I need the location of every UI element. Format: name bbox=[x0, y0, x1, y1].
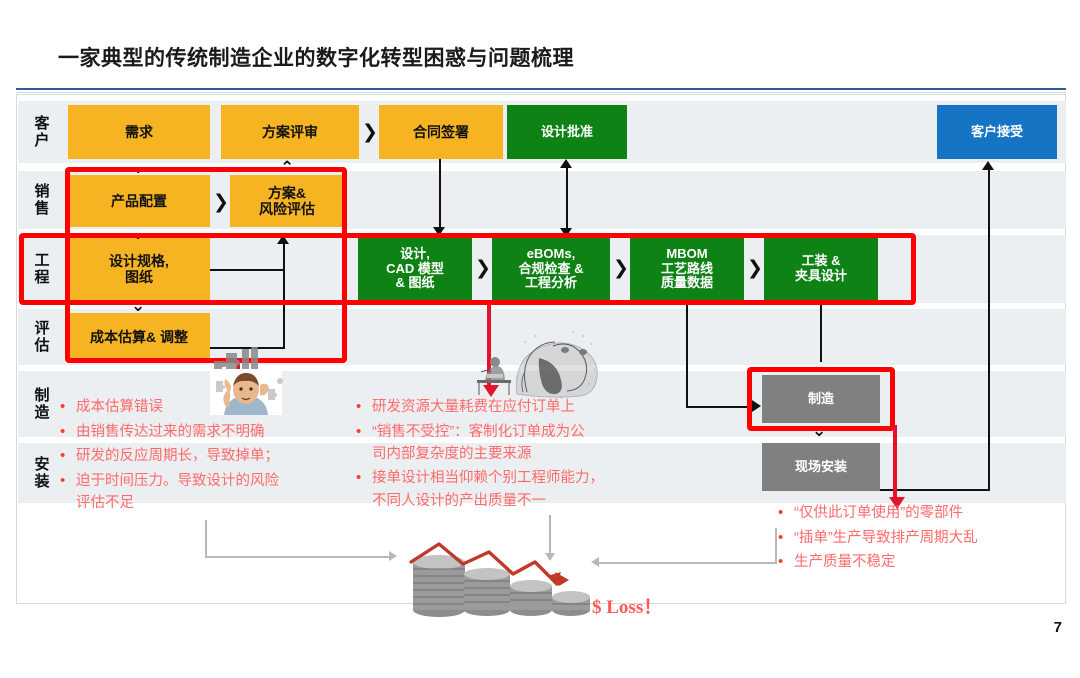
box-requirement[interactable]: 需求 bbox=[68, 105, 210, 159]
connector-chevron-down-3: ⌄ bbox=[131, 296, 146, 315]
elephant-sketch-image bbox=[465, 322, 600, 404]
box-design-cad[interactable]: 设计, CAD 模型 & 图纸 bbox=[358, 238, 472, 300]
chevron-right-icon-customer-1: ❯ bbox=[362, 121, 378, 143]
row-label-installation: 安装 bbox=[23, 443, 59, 503]
connector-line-mbom-down bbox=[686, 300, 688, 408]
confused-man-puzzle-image bbox=[200, 345, 292, 417]
connector-line-cost-up bbox=[283, 271, 285, 349]
bullet-dot-icon: • bbox=[778, 504, 784, 521]
row-label-estimation: 评估 bbox=[23, 309, 59, 365]
box-contract-signing[interactable]: 合同签署 bbox=[379, 105, 503, 159]
connector-chevron-down-manufacturing: ⌄ bbox=[812, 421, 827, 440]
loss-label: $ Loss！ bbox=[592, 597, 663, 618]
box-proposal-review[interactable]: 方案评审 bbox=[221, 105, 359, 159]
gray-arrowhead-right-coins bbox=[389, 551, 397, 561]
row-label-engineering: 工程 bbox=[23, 235, 59, 303]
page-title: 一家典型的传统制造企业的数字化转型困惑与问题梳理 bbox=[58, 47, 574, 70]
box-customer-acceptance[interactable]: 客户接受 bbox=[937, 105, 1057, 159]
bullet-dot-icon: • bbox=[356, 469, 362, 487]
gray-arrow-right-to-coins bbox=[597, 562, 777, 564]
list-item: •“插单”生产导致排产周期大乱 bbox=[778, 527, 1073, 550]
box-ebom-compliance[interactable]: eBOMs, 合规检查 & 工程分析 bbox=[492, 238, 610, 300]
title-divider-secondary bbox=[16, 92, 1066, 93]
row-band-installation bbox=[18, 443, 1066, 503]
arrowhead-down-ebom bbox=[560, 228, 572, 237]
list-item: •研发的反应周期长，导致掉单； bbox=[60, 445, 360, 468]
red-arrowhead-middle bbox=[483, 385, 499, 397]
gray-arrow-left-down bbox=[205, 520, 207, 558]
chevron-right-icon-eng-1: ❯ bbox=[475, 257, 491, 279]
page-number: 7 bbox=[1053, 619, 1062, 636]
connector-line-contract-to-design bbox=[439, 159, 441, 229]
bullets-left: •成本估算错误 •由销售传达过来的需求不明确 •研发的反应周期长，导致掉单； •… bbox=[60, 396, 360, 516]
list-item: •“销售不受控”：客制化订单成为公 司内部复杂度的主要来源 bbox=[356, 422, 585, 462]
red-arrow-line-right bbox=[893, 425, 897, 503]
list-item: •迫于时间压力。导致设计的风险 评估不足 bbox=[60, 471, 279, 511]
box-mbom-process[interactable]: MBOM 工艺路线 质量数据 bbox=[630, 238, 744, 300]
bullet-dot-icon: • bbox=[60, 471, 66, 489]
box-proposal-risk[interactable]: 方案& 风险评估 bbox=[230, 175, 344, 227]
red-arrow-line-middle bbox=[487, 303, 491, 391]
bullets-middle: •研发资源大量耗费在应付订单上 •“销售不受控”：客制化订单成为公 司内部复杂度… bbox=[356, 396, 686, 514]
connector-line-cost-right bbox=[210, 347, 285, 349]
list-item: •接单设计相当仰赖个别工程师能力， 不同人设计的产出质量不一 bbox=[356, 469, 604, 509]
arrowhead-up-spec bbox=[277, 235, 289, 244]
box-manufacturing[interactable]: 制造 bbox=[762, 375, 880, 423]
connector-line-spec-up bbox=[283, 243, 285, 271]
arrowhead-down-contract-to-design bbox=[433, 227, 445, 236]
list-item: •“仅供此订单使用”的零部件 bbox=[778, 502, 1073, 525]
connector-line-spec-right bbox=[210, 269, 285, 271]
box-cost-estimate[interactable]: 成本估算& 调整 bbox=[68, 313, 210, 361]
box-design-spec-drawings[interactable]: 设计规格, 图纸 bbox=[68, 238, 210, 300]
bullet-dot-icon: • bbox=[60, 398, 66, 415]
list-item: •研发资源大量耗费在应付订单上 bbox=[356, 396, 686, 419]
list-item: •由销售传达过来的需求不明确 bbox=[60, 421, 360, 444]
row-label-manufacturing: 制造 bbox=[23, 371, 59, 437]
arrowhead-up-to-acceptance bbox=[982, 161, 994, 170]
bullet-dot-icon: • bbox=[778, 553, 784, 570]
coin-stacks-declining-image bbox=[405, 540, 595, 618]
list-item: •成本估算错误 bbox=[60, 396, 360, 419]
chevron-right-icon-eng-2: ❯ bbox=[613, 257, 629, 279]
connector-line-approval-ebom bbox=[566, 163, 568, 233]
box-site-installation[interactable]: 现场安装 bbox=[762, 443, 880, 491]
connector-chevron-down-tooling: ⌄ bbox=[812, 356, 827, 375]
red-arrowhead-right bbox=[889, 497, 905, 509]
bullet-dot-icon: • bbox=[778, 528, 784, 546]
gray-arrow-right-down bbox=[775, 528, 777, 564]
connector-chevron-down-1: ⌄ bbox=[131, 158, 146, 177]
bullet-dot-icon: • bbox=[356, 398, 362, 415]
box-design-approval[interactable]: 设计批准 bbox=[507, 105, 627, 159]
connector-chevron-down-2: ⌄ bbox=[131, 224, 146, 243]
arrowhead-up-approval bbox=[560, 159, 572, 168]
chevron-right-icon-sales-1: ❯ bbox=[213, 191, 229, 213]
box-product-config[interactable]: 产品配置 bbox=[68, 175, 210, 227]
row-label-customer: 客户 bbox=[23, 101, 59, 163]
bullet-dot-icon: • bbox=[60, 447, 66, 464]
list-item: •生产质量不稳定 bbox=[778, 551, 1073, 574]
gray-arrowhead-down-coins bbox=[545, 553, 555, 561]
connector-line-install-right bbox=[880, 489, 990, 491]
box-tooling-fixture[interactable]: 工装 & 夹具设计 bbox=[764, 238, 878, 300]
connector-chevron-up-1: ⌃ bbox=[280, 158, 295, 177]
title-divider bbox=[16, 88, 1066, 90]
connector-line-install-up bbox=[988, 169, 990, 491]
bullets-right: •“仅供此订单使用”的零部件 •“插单”生产导致排产周期大乱 •生产质量不稳定 bbox=[778, 502, 1073, 576]
gray-arrow-left-to-coins bbox=[205, 556, 391, 558]
chevron-right-icon-eng-3: ❯ bbox=[747, 257, 763, 279]
bullet-dot-icon: • bbox=[60, 422, 66, 440]
bullet-dot-icon: • bbox=[356, 422, 362, 440]
arrowhead-right-to-manufacturing bbox=[752, 400, 761, 412]
connector-line-mbom-right bbox=[686, 406, 754, 408]
row-label-sales: 销售 bbox=[23, 171, 59, 229]
gray-arrowhead-left-coins bbox=[591, 557, 599, 567]
gray-arrow-middle-down bbox=[549, 515, 551, 557]
connector-line-tooling-down bbox=[820, 300, 822, 362]
